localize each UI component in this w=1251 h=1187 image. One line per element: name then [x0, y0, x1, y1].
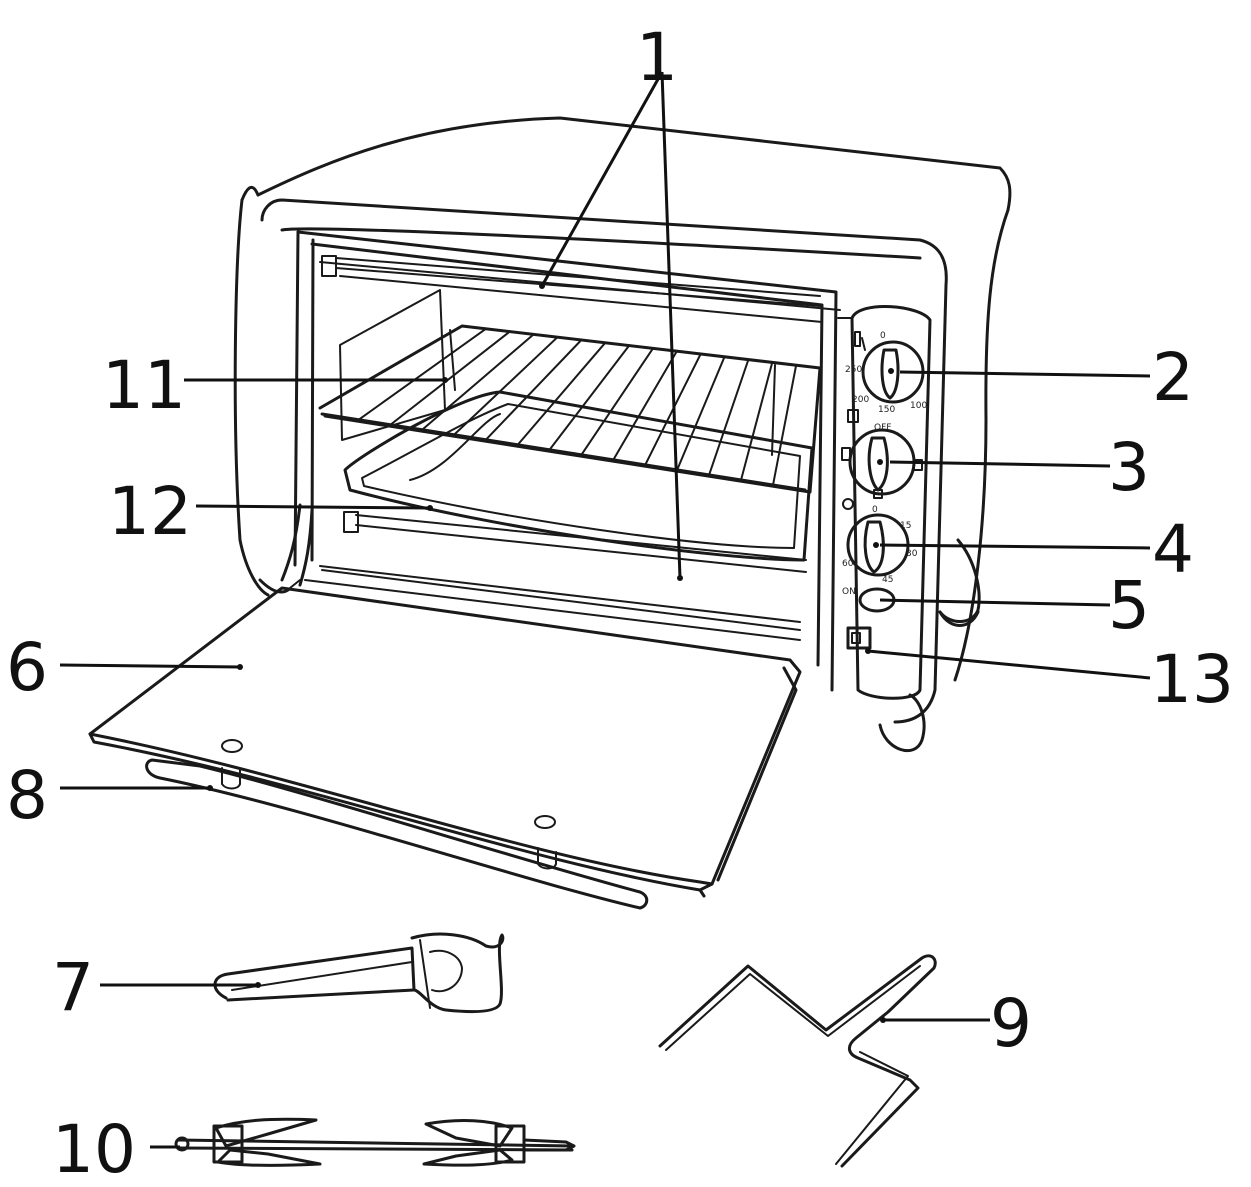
callout-5: 5: [1108, 567, 1150, 644]
rack-bar: [708, 358, 750, 477]
callout-12: 12: [108, 473, 192, 550]
callout-11: 11: [102, 347, 186, 424]
timer-dial-mark-60: 60: [842, 559, 854, 569]
callout-10: 10: [52, 1111, 136, 1187]
tray-handle: [213, 932, 505, 1014]
callout-13: 13: [1150, 641, 1234, 718]
control-panel: 0 100 150 200 250 OFF 0 15 30 45 60: [837, 305, 932, 700]
temp-dial-mark-200: 200: [852, 395, 869, 405]
timer-dial-mark-45: 45: [882, 575, 893, 585]
rack-bar: [612, 350, 678, 462]
temperature-knob[interactable]: [854, 331, 925, 404]
rack-bar: [740, 361, 774, 482]
wire-rack: [318, 324, 822, 494]
oven-feet: [258, 538, 981, 753]
callout-numbers: 1 2 3 4 5 6 7 8 9 10 11 12 13: [6, 19, 1234, 1187]
rack-bar: [420, 333, 535, 432]
rack-bar: [484, 339, 583, 442]
timer-dial-mark-0: 0: [872, 505, 878, 515]
rack-bar: [772, 364, 798, 487]
callout-9: 9: [990, 985, 1032, 1062]
rack-bar: [452, 336, 559, 437]
rack-bar: [676, 355, 726, 472]
oven-door[interactable]: [88, 569, 802, 898]
baking-tray: [343, 390, 814, 562]
lamp-label: ON: [842, 587, 856, 597]
door-handle[interactable]: [145, 758, 649, 910]
light-switch[interactable]: [846, 626, 872, 650]
rack-bar: [580, 347, 654, 457]
callout-7: 7: [52, 949, 94, 1026]
function-dial-mark-off: OFF: [874, 423, 891, 433]
callout-2: 2: [1152, 339, 1194, 416]
temp-dial-mark-250: 250: [845, 365, 862, 375]
callout-4: 4: [1152, 511, 1194, 588]
rack-bar: [356, 327, 487, 422]
oven-body: [233, 116, 1012, 724]
leader-lines: [59, 71, 1151, 1149]
temp-dial-mark-150: 150: [878, 405, 895, 415]
rotisserie-spit: [174, 1117, 576, 1167]
rotisserie-handle: [658, 954, 937, 1168]
callout-6: 6: [6, 629, 48, 706]
rack-bar: [516, 341, 607, 447]
temp-dial-mark-100: 100: [910, 401, 927, 411]
callout-1: 1: [636, 19, 678, 96]
rack-bar: [388, 330, 511, 427]
timer-dial-mark-30: 30: [906, 549, 918, 559]
rack-bar: [548, 344, 631, 452]
callout-8: 8: [6, 757, 48, 834]
temp-dial-mark-0: 0: [880, 331, 886, 341]
callout-3: 3: [1108, 429, 1150, 506]
timer-dial-mark-15: 15: [900, 521, 911, 531]
